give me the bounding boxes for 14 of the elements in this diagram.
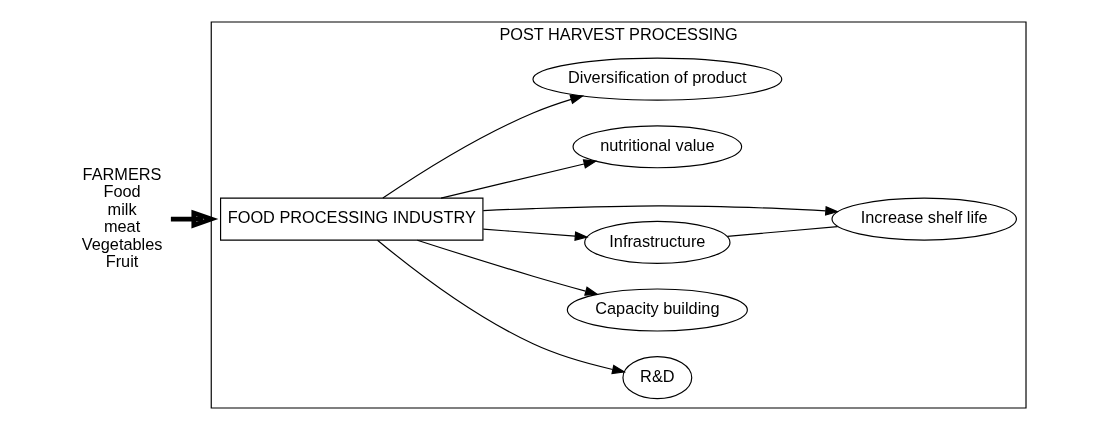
arrow — [382, 94, 585, 199]
arrow — [440, 159, 598, 199]
node-ellipse: R&D — [622, 356, 693, 400]
node-box: FOOD PROCESSING INDUSTRY — [220, 197, 484, 241]
node-ellipse: Increase shelf life — [831, 197, 1018, 241]
arrow — [482, 228, 589, 241]
arrow — [416, 239, 599, 296]
node-ellipse: Diversification of product — [532, 57, 783, 101]
arrow — [170, 209, 219, 229]
connector — [726, 226, 839, 237]
arrow — [482, 205, 840, 216]
arrow — [376, 239, 627, 375]
node-ellipse: Infrastructure — [584, 220, 731, 264]
node-text: FARMERS Food milk meat Vegetables Fruit — [81, 164, 163, 271]
